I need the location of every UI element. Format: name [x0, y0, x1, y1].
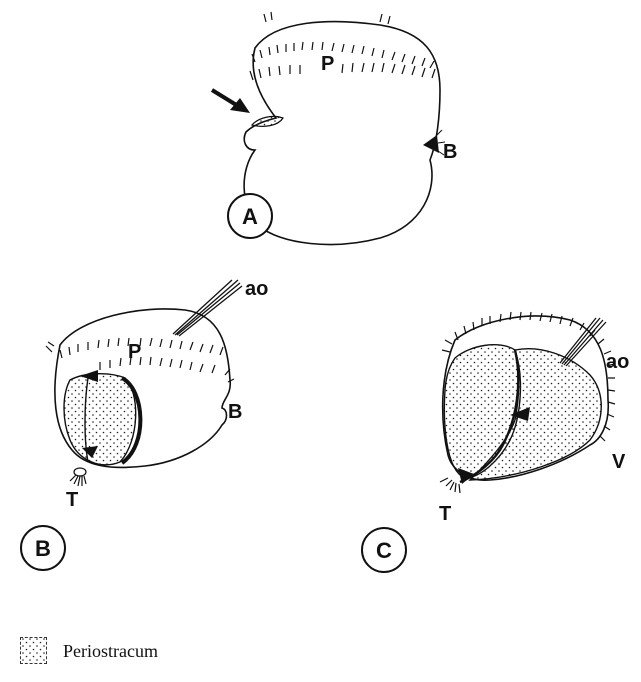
- panel-b-badge: B: [21, 526, 65, 570]
- panel-b-letter: B: [35, 536, 51, 561]
- label-t-c: T: [439, 503, 451, 525]
- panel-c-badge: C: [362, 528, 406, 572]
- panel-b: P B T ao B: [21, 278, 268, 570]
- label-b-a: B: [443, 141, 457, 163]
- shell-valve-b: [64, 374, 136, 465]
- blastopore-marker-a: [423, 135, 439, 153]
- label-t-b: T: [66, 489, 78, 511]
- arrow-indicator: [212, 90, 250, 113]
- panel-a-body-outline: [244, 22, 440, 245]
- panel-a-letter: A: [242, 204, 258, 229]
- shell-gland-pit: [252, 116, 283, 126]
- panel-a: P B A: [212, 12, 457, 244]
- label-p-b: P: [128, 341, 141, 363]
- panel-a-badge: A: [228, 194, 272, 238]
- telotroch-c: [440, 478, 460, 493]
- label-ao-b: ao: [245, 278, 268, 300]
- label-p-a: P: [321, 53, 334, 75]
- label-v-c: V: [612, 451, 626, 473]
- label-b-b: B: [228, 401, 242, 423]
- legend-swatch: [20, 637, 47, 664]
- label-ao-c: ao: [606, 351, 629, 373]
- telotroch-b: [70, 468, 86, 486]
- panel-c-letter: C: [376, 538, 392, 563]
- legend-label: Periostracum: [63, 641, 158, 662]
- apical-tuft-b: [173, 280, 242, 336]
- panel-c: T V ao C: [362, 312, 629, 572]
